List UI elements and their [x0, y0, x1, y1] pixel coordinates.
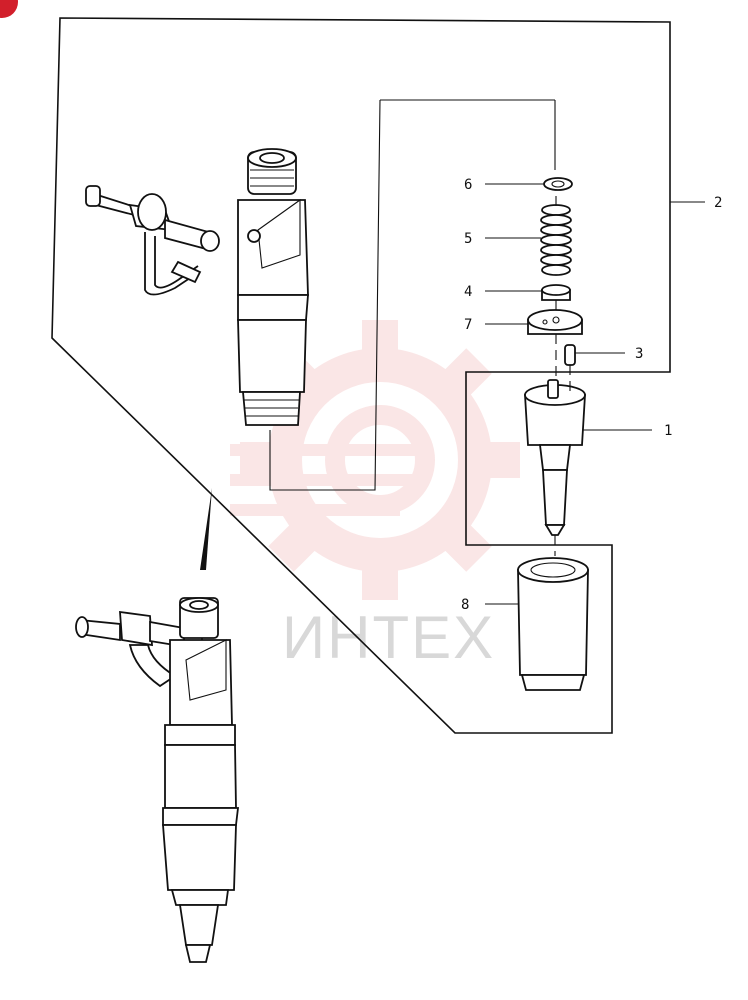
callout-6: 6: [464, 177, 472, 193]
injector-assembled: [75, 597, 240, 963]
callout-2: 2: [714, 195, 722, 211]
callout-7: 7: [464, 317, 472, 333]
leader-lines: [485, 183, 705, 605]
assembly-arrow: [200, 488, 212, 570]
callout-3: 3: [635, 346, 643, 362]
nozzle-parts: [517, 177, 589, 691]
nozzle-subframe: [269, 99, 555, 491]
watermark-text: ИНТЕХ: [282, 604, 495, 671]
corner-badge-icon: [0, 0, 18, 18]
callout-8: 8: [461, 597, 469, 613]
callout-1: 1: [664, 423, 672, 439]
injector-exploded: [85, 148, 309, 426]
assembly-frame: [51, 17, 671, 734]
watermark-logo-icon: [230, 320, 520, 600]
callout-4: 4: [464, 284, 472, 300]
callout-5: 5: [464, 231, 472, 247]
